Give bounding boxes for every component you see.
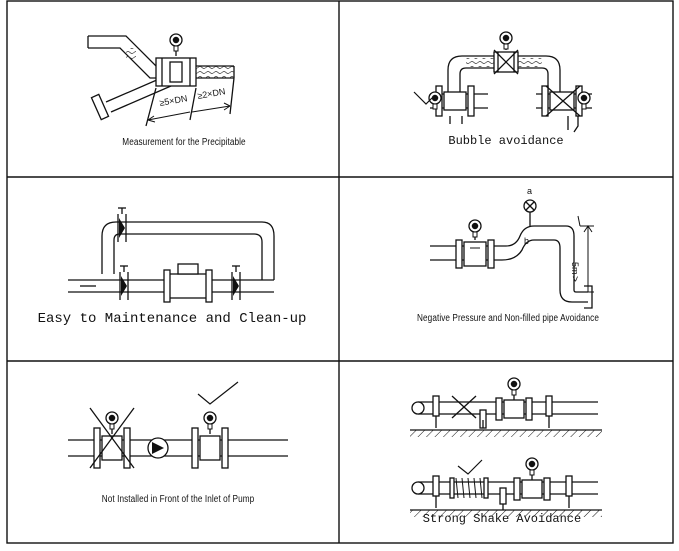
height-label: 5m — [570, 262, 580, 275]
maintenance-diagram — [68, 207, 275, 303]
caption-bubble: Bubble avoidance — [448, 134, 564, 148]
high-point-label-b: b — [524, 236, 529, 246]
shake-diagram — [410, 377, 602, 517]
caption-maintenance: Easy to Maintenance and Clean-up — [37, 311, 307, 327]
vent-label-a: a — [527, 186, 532, 196]
grid-frame — [6, 0, 674, 544]
dim-upstream-label: ≥5×DN — [159, 93, 189, 108]
dim-downstream-label: ≥2×DN — [197, 86, 227, 101]
caption-pump: Not Installed in Front of the Inlet of P… — [101, 494, 255, 505]
pump-diagram — [68, 381, 288, 469]
installation-diagram-sheet: ≥5×DN ≥2×DN — [6, 0, 674, 545]
height-gt-sign: > — [569, 276, 580, 282]
caption-precipitable: Measurement for the Precipitable — [122, 137, 246, 148]
bubble-diagram — [413, 31, 592, 133]
caption-shake: Strong Shake Avoidance — [422, 512, 582, 526]
negative-pressure-diagram — [430, 199, 594, 309]
diagram-canvas: ≥5×DN ≥2×DN — [6, 0, 674, 544]
caption-negative-pressure: Negative Pressure and Non-filled pipe Av… — [417, 313, 599, 324]
precipitable-diagram — [87, 33, 235, 127]
